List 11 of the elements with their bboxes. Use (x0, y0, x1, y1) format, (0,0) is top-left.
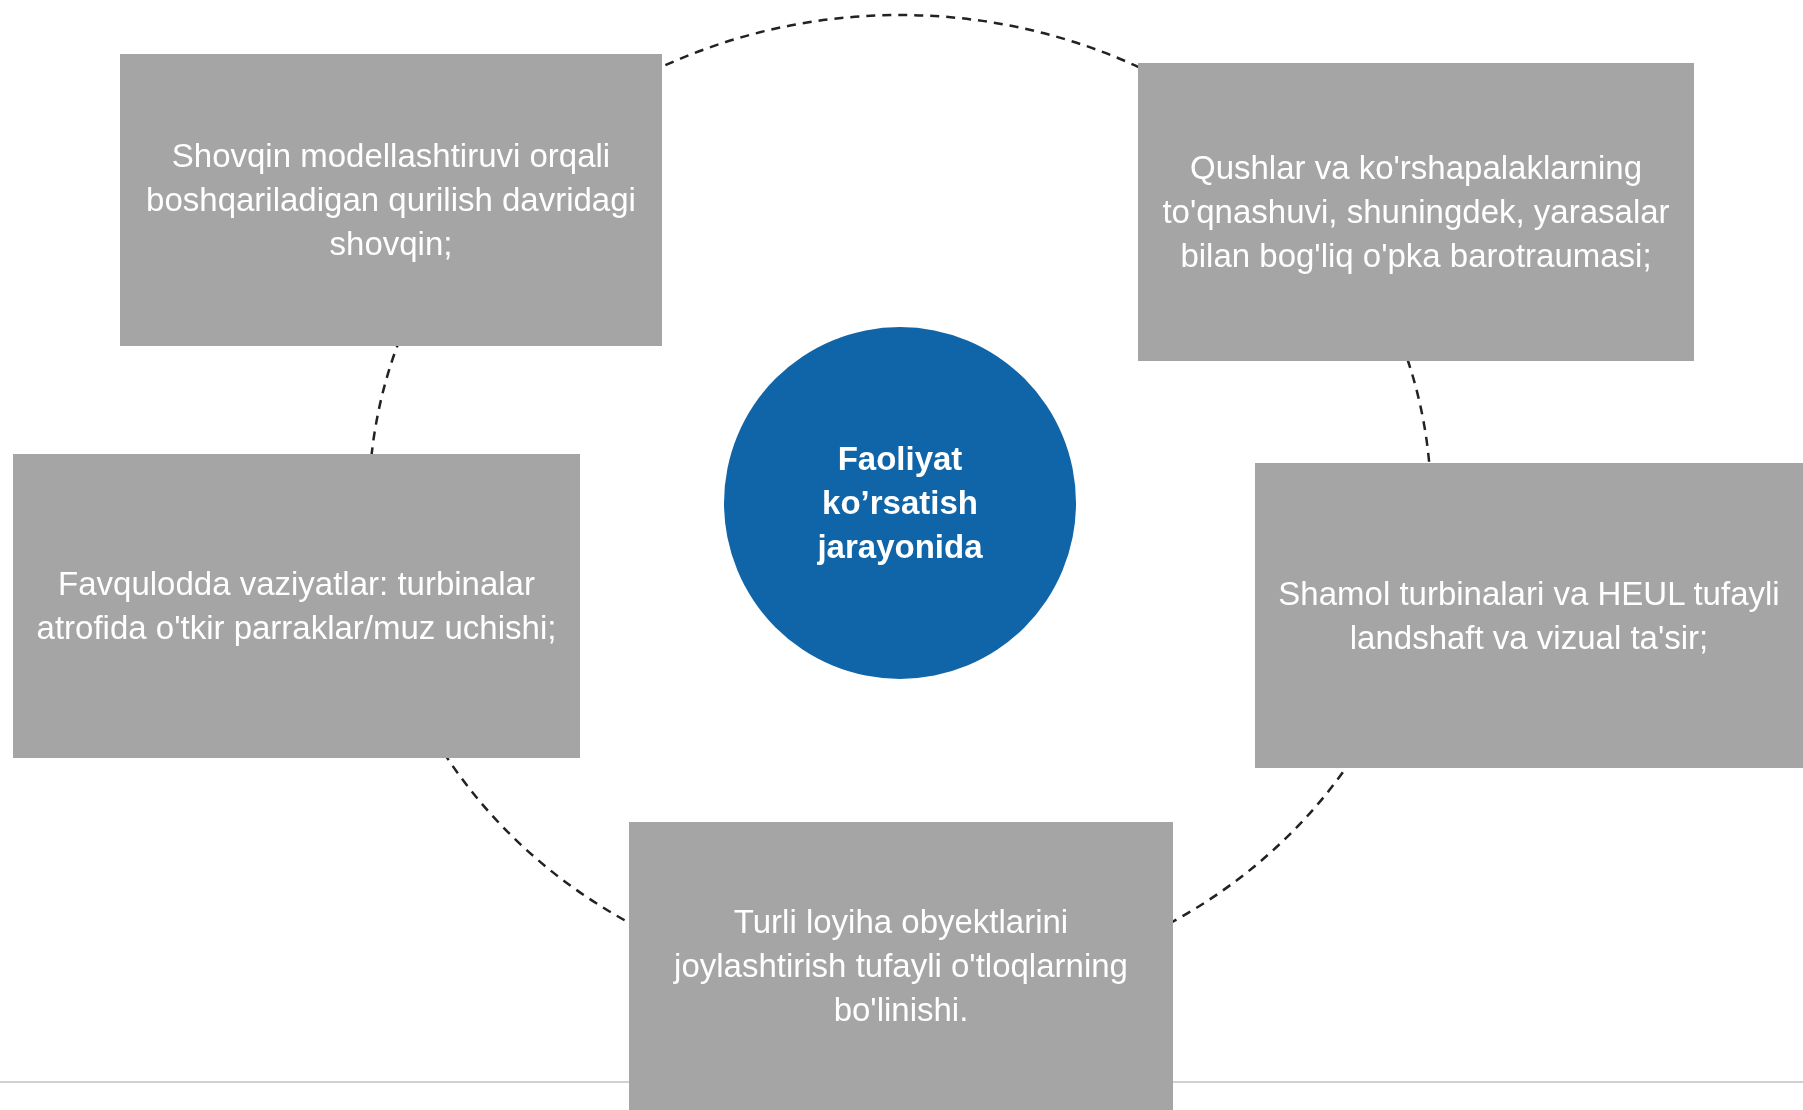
box-text: Turli loyiha obyektlarini joylashtirish tufayli o'tloqlarning bo'linishi. (672, 902, 1129, 1030)
topic-box (1255, 463, 1803, 768)
topic-box (629, 822, 1173, 1110)
box-text: Shovqin modellashtiruvi orqali boshqariladigan qurilish davridagi shovqin; (145, 136, 637, 264)
topic-box (1138, 63, 1694, 361)
topic-box (120, 54, 662, 346)
circle-title: Faoliyat ko’rsatish jarayonida (816, 439, 984, 567)
box-text: Qushlar va ko'rshapalaklarning to'qnashuvi, shuningdek, yarasalar bilan bog'liq o'pka barotraumasi; (1161, 148, 1671, 276)
box-text: Shamol turbinalari va HEUL tufayli landshaft va vizual ta'sir; (1277, 573, 1781, 658)
topic-box (13, 454, 580, 758)
box-text: Favqulodda vaziyatlar: turbinalar atrofida o'tkir parraklar/muz uchishi; (35, 564, 558, 648)
